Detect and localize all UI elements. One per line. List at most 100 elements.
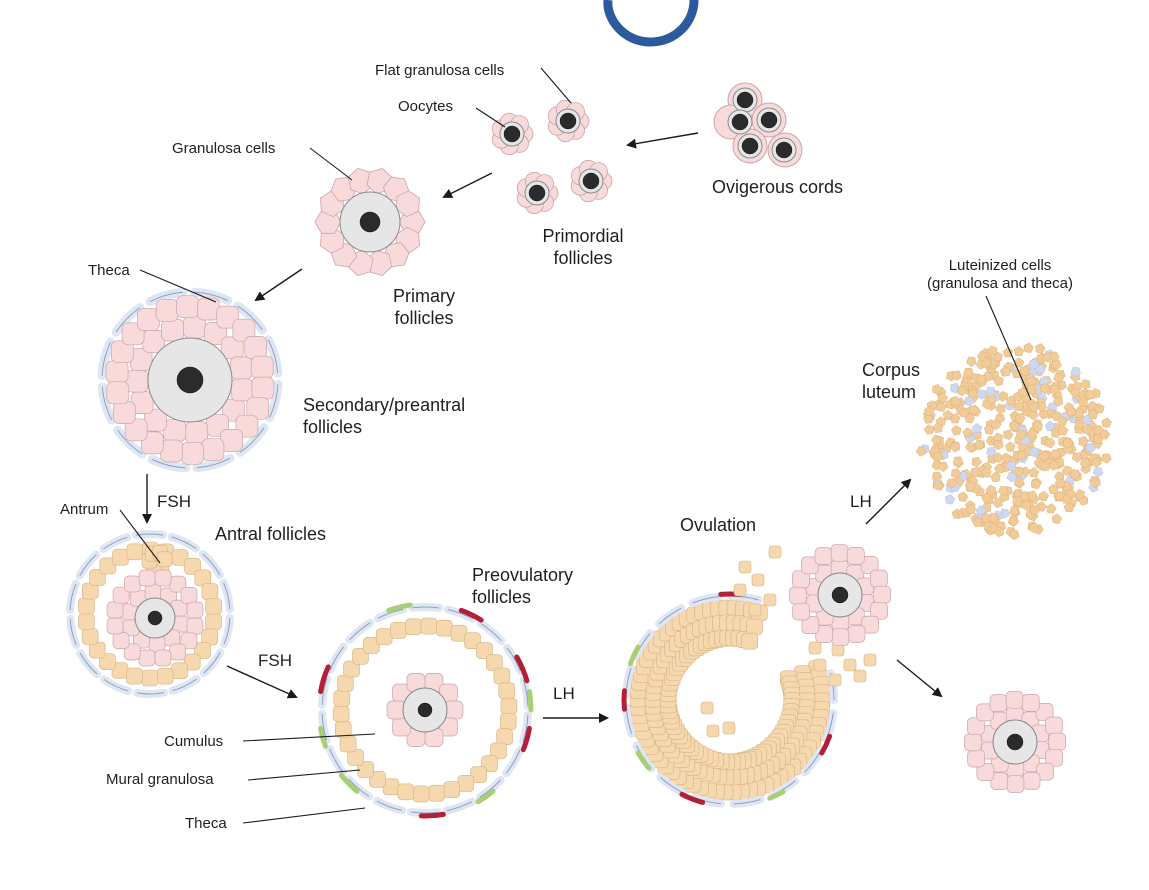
luteal-theca-cell	[945, 494, 956, 505]
luteal-granulosa-cell	[1003, 429, 1014, 440]
luteal-granulosa-cell	[995, 403, 1006, 415]
luteal-granulosa-cell	[1069, 469, 1080, 480]
luteal-granulosa-cell	[957, 491, 969, 502]
luteal-granulosa-cell	[936, 401, 947, 412]
luteal-granulosa-cell	[1101, 453, 1112, 464]
granulosa-cell	[123, 643, 141, 661]
luteal-granulosa-cell	[1038, 490, 1050, 502]
released-cell	[751, 573, 765, 587]
label-primary-follicles: Primary follicles	[374, 286, 474, 329]
luteal-granulosa-cell	[965, 503, 976, 515]
luteal-granulosa-cell	[1078, 436, 1089, 447]
luteal-granulosa-cell	[1050, 449, 1061, 460]
antral-follicle	[66, 530, 234, 698]
mural-granulosa-cell	[343, 660, 360, 678]
mural-granulosa-cell	[81, 628, 99, 645]
luteal-theca-cell	[1092, 467, 1104, 478]
theca-cap-outline	[349, 622, 371, 641]
leader-theca-top	[139, 269, 217, 303]
luteal-granulosa-cell	[932, 480, 944, 491]
theca-cap-outline	[136, 533, 163, 536]
oocyte-bottom-right	[963, 690, 1067, 794]
luteal-granulosa-cell	[1077, 396, 1088, 408]
ovigerous-cord-cluster	[713, 82, 803, 168]
granulosa-cell	[1021, 694, 1040, 712]
luteal-granulosa-cell	[937, 461, 949, 472]
granulosa-cell	[244, 336, 268, 359]
mural-granulosa-cell	[457, 775, 475, 792]
luteal-granulosa-cell	[1013, 345, 1025, 357]
mural-granulosa-cell	[375, 628, 393, 645]
released-cell	[813, 658, 827, 672]
luteal-granulosa-cell	[942, 409, 954, 420]
label-preovulatory-line1: Preovulatory	[472, 565, 574, 585]
granulosa-cell	[873, 585, 892, 604]
luteal-granulosa-cell	[1038, 450, 1049, 462]
granulosa-cell	[1006, 775, 1025, 794]
theca-cap-outline	[101, 342, 111, 376]
released-cell	[828, 673, 842, 687]
luteal-granulosa-cell	[1081, 423, 1093, 435]
label-granulosa-cells: Granulosa cells	[172, 140, 276, 157]
oocyte-nucleus	[147, 610, 163, 626]
theca-cap-outline	[446, 801, 473, 812]
theca-cap	[168, 675, 201, 695]
theca-cap-outline	[117, 429, 143, 455]
granulosa-cell	[180, 632, 198, 650]
released-cell	[733, 583, 747, 597]
luteal-granulosa-cell	[963, 367, 974, 379]
luteal-granulosa-cell	[1101, 417, 1112, 428]
label-fsh-2: FSH	[258, 651, 292, 670]
luteal-granulosa-cell	[1073, 407, 1085, 418]
granulosa-cell	[180, 587, 198, 604]
loose-cell	[700, 701, 714, 715]
released-cell	[763, 593, 777, 607]
luteal-granulosa-cell	[1039, 383, 1051, 394]
granulosa-cell	[989, 694, 1008, 712]
luteal-granulosa-cell	[967, 388, 979, 399]
luteal-granulosa-cell	[951, 468, 962, 479]
oocyte-nucleus	[582, 172, 600, 190]
luteal-granulosa-cell	[1015, 413, 1026, 424]
mural-granulosa-cell	[339, 735, 357, 753]
luteal-granulosa-cell	[970, 466, 981, 478]
mural-granulosa-cell	[99, 557, 117, 575]
theca-cap	[219, 578, 234, 613]
mural-granulosa-cell	[498, 682, 516, 700]
luteal-granulosa-cell	[993, 527, 1005, 538]
mural-granulosa-cell	[490, 742, 507, 760]
granulosa-cell	[870, 601, 888, 620]
mural-granulosa-cell	[171, 662, 188, 680]
luteal-granulosa-cell	[923, 424, 935, 435]
theca-cap-outline	[321, 678, 328, 705]
loose-cell	[706, 724, 720, 738]
label-luteinized-line2: (granulosa and theca)	[927, 275, 1073, 292]
theca-green-cap	[767, 789, 786, 801]
released-cell	[843, 658, 857, 672]
luteal-granulosa-cell	[930, 434, 941, 446]
theca-red-cap	[520, 725, 532, 753]
theca-cap-outline	[733, 799, 761, 805]
label-primordial-line1: Primordial	[542, 226, 624, 246]
oocyte-nucleus	[559, 112, 577, 130]
luteal-granulosa-cell	[1051, 513, 1063, 524]
label-primary-line1: Primary	[393, 286, 455, 306]
luteal-granulosa-cell	[1029, 522, 1040, 534]
luteal-granulosa-cell	[1036, 401, 1047, 412]
theca-cap-outline	[321, 713, 328, 741]
mural-granulosa-cell	[337, 674, 354, 692]
luteal-theca-cell	[976, 389, 987, 400]
theca-cap-outline	[506, 647, 521, 672]
granulosa-cell	[161, 318, 184, 342]
theca-cap-outline	[329, 646, 345, 671]
theca-cap	[66, 615, 81, 650]
granulosa-cell	[976, 763, 995, 781]
luteal-granulosa-cell	[1026, 428, 1038, 439]
luteal-granulosa-cell	[1013, 400, 1025, 412]
secondary-follicle	[97, 287, 283, 473]
label-antral-follicles: Antral follicles	[215, 524, 327, 544]
theca-cap-outline	[479, 779, 501, 798]
label-secondary-line1: Secondary/preantral	[303, 395, 466, 415]
luteal-granulosa-cell	[949, 413, 961, 424]
arrow-primary-to-secondary	[254, 268, 303, 302]
